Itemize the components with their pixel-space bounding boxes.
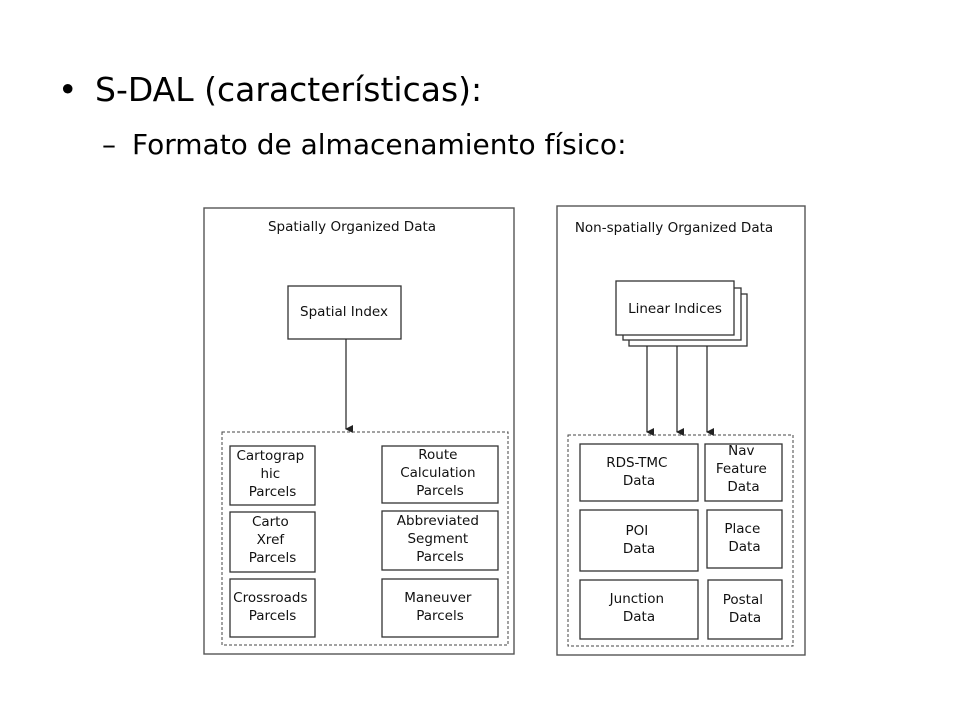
rds-tmc-data-label: RDS-TMC Data bbox=[606, 455, 672, 489]
cartographic-parcels-box bbox=[229, 445, 316, 506]
junction-data-label: Junction Data bbox=[609, 591, 669, 625]
carto-xref-parcels-label: Carto Xref Parcels bbox=[249, 514, 297, 566]
bullet-text: S-DAL (características): bbox=[95, 70, 483, 109]
nav-feature-data-label: Nav Feature Data bbox=[716, 443, 771, 495]
cartographic-parcels-label: Cartograp hic Parcels bbox=[236, 448, 308, 500]
route-calculation-parcels-label: Route Calculation Parcels bbox=[400, 447, 480, 499]
sub-bullet-text: Formato de almacenamiento físico: bbox=[132, 128, 627, 161]
crossroads-parcels-box bbox=[229, 578, 316, 638]
postal-data-box bbox=[707, 579, 783, 640]
non-spatial-panel: Non-spatially Organized Data Linear Indi… bbox=[556, 205, 806, 656]
non-spatial-panel-title: Non-spatially Organized Data bbox=[575, 220, 773, 236]
spatial-panel-title: Spatially Organized Data bbox=[268, 219, 436, 235]
spatial-index-label: Spatial Index bbox=[300, 304, 388, 320]
junction-data-box bbox=[579, 579, 699, 640]
spatial-parcels-group bbox=[221, 431, 509, 646]
non-spatial-data-group bbox=[567, 434, 794, 647]
maneuver-parcels-label: Maneuver Parcels bbox=[404, 590, 475, 624]
carto-xref-parcels-box bbox=[229, 511, 316, 573]
place-data-box bbox=[706, 509, 783, 569]
sub-bullet-marker: – bbox=[102, 128, 116, 161]
bullet-marker: • bbox=[58, 70, 78, 109]
poi-data-label: POI Data bbox=[623, 523, 655, 557]
linear-indices-label: Linear Indices bbox=[628, 301, 722, 317]
place-data-label: Place Data bbox=[724, 521, 764, 555]
spatial-panel: Spatially Organized Data Spatial Index C… bbox=[203, 207, 515, 655]
spatial-index-box bbox=[287, 285, 402, 340]
abbreviated-segment-parcels-box bbox=[381, 510, 499, 571]
crossroads-parcels-label: Crossroads Parcels bbox=[233, 590, 312, 624]
maneuver-parcels-box bbox=[381, 578, 499, 638]
nav-feature-data-box bbox=[704, 443, 783, 502]
postal-data-label: Postal Data bbox=[723, 592, 768, 626]
abbreviated-segment-parcels-label: Abbreviated Segment Parcels bbox=[397, 513, 483, 565]
rds-tmc-data-box bbox=[579, 443, 699, 502]
linear-indices-box bbox=[615, 280, 735, 336]
route-calculation-parcels-box bbox=[381, 445, 499, 504]
poi-data-box bbox=[579, 509, 699, 572]
